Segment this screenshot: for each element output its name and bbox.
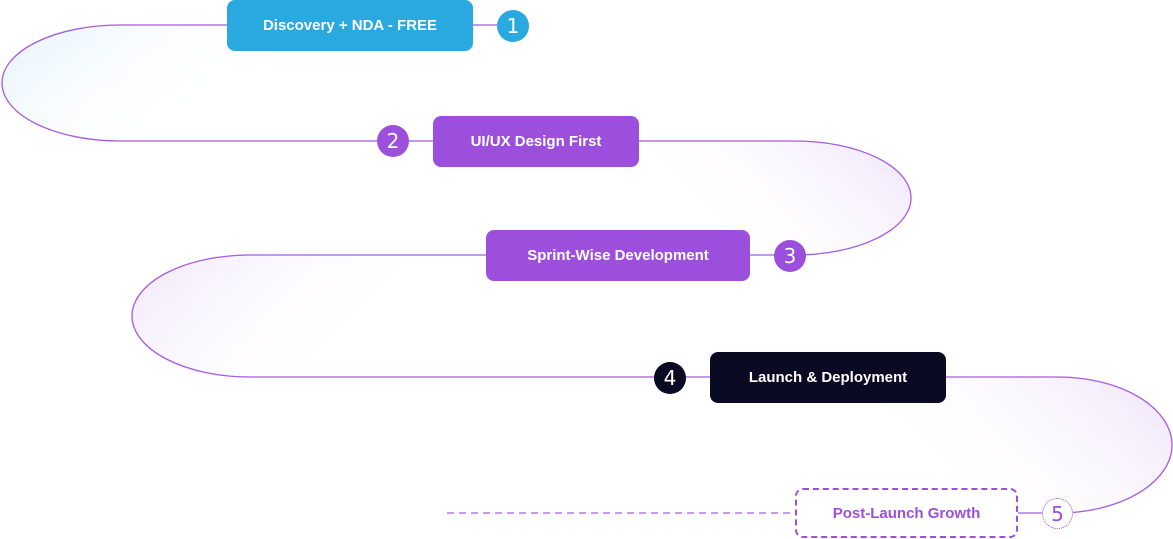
loop-fill-4 — [700, 377, 1172, 513]
step-5-box[interactable]: Post-Launch Growth — [795, 488, 1018, 538]
loop-fill-1 — [2, 25, 480, 141]
step-3-number-badge: 3 — [774, 240, 806, 272]
step-4-label: Launch & Deployment — [748, 369, 908, 386]
step-2-box[interactable]: UI/UX Design First — [433, 116, 639, 167]
step-3-label: Sprint-Wise Development — [527, 247, 709, 264]
step-4-box[interactable]: Launch & Deployment — [710, 352, 946, 403]
step-2-number-badge: 2 — [377, 125, 409, 157]
loop-stroke-3 — [131, 254, 715, 378]
step-1-number-badge: 1 — [497, 10, 529, 42]
step-5-label: Post-Launch Growth — [832, 504, 981, 522]
step-2-label: UI/UX Design First — [470, 133, 602, 150]
step-1-box[interactable]: Discovery + NDA - FREE — [227, 0, 473, 51]
step-5-number-badge: 5 — [1042, 498, 1073, 529]
step-4-number-badge: 4 — [654, 362, 686, 394]
loop-stroke-2 — [635, 140, 912, 256]
step-1-label: Discovery + NDA - FREE — [262, 17, 438, 34]
step-3-box[interactable]: Sprint-Wise Development — [486, 230, 750, 281]
loop-fill-2 — [500, 141, 911, 255]
loop-stroke-1 — [1, 24, 510, 142]
loop-fill-3 — [132, 255, 560, 377]
loop-stroke-4 — [940, 376, 1173, 514]
